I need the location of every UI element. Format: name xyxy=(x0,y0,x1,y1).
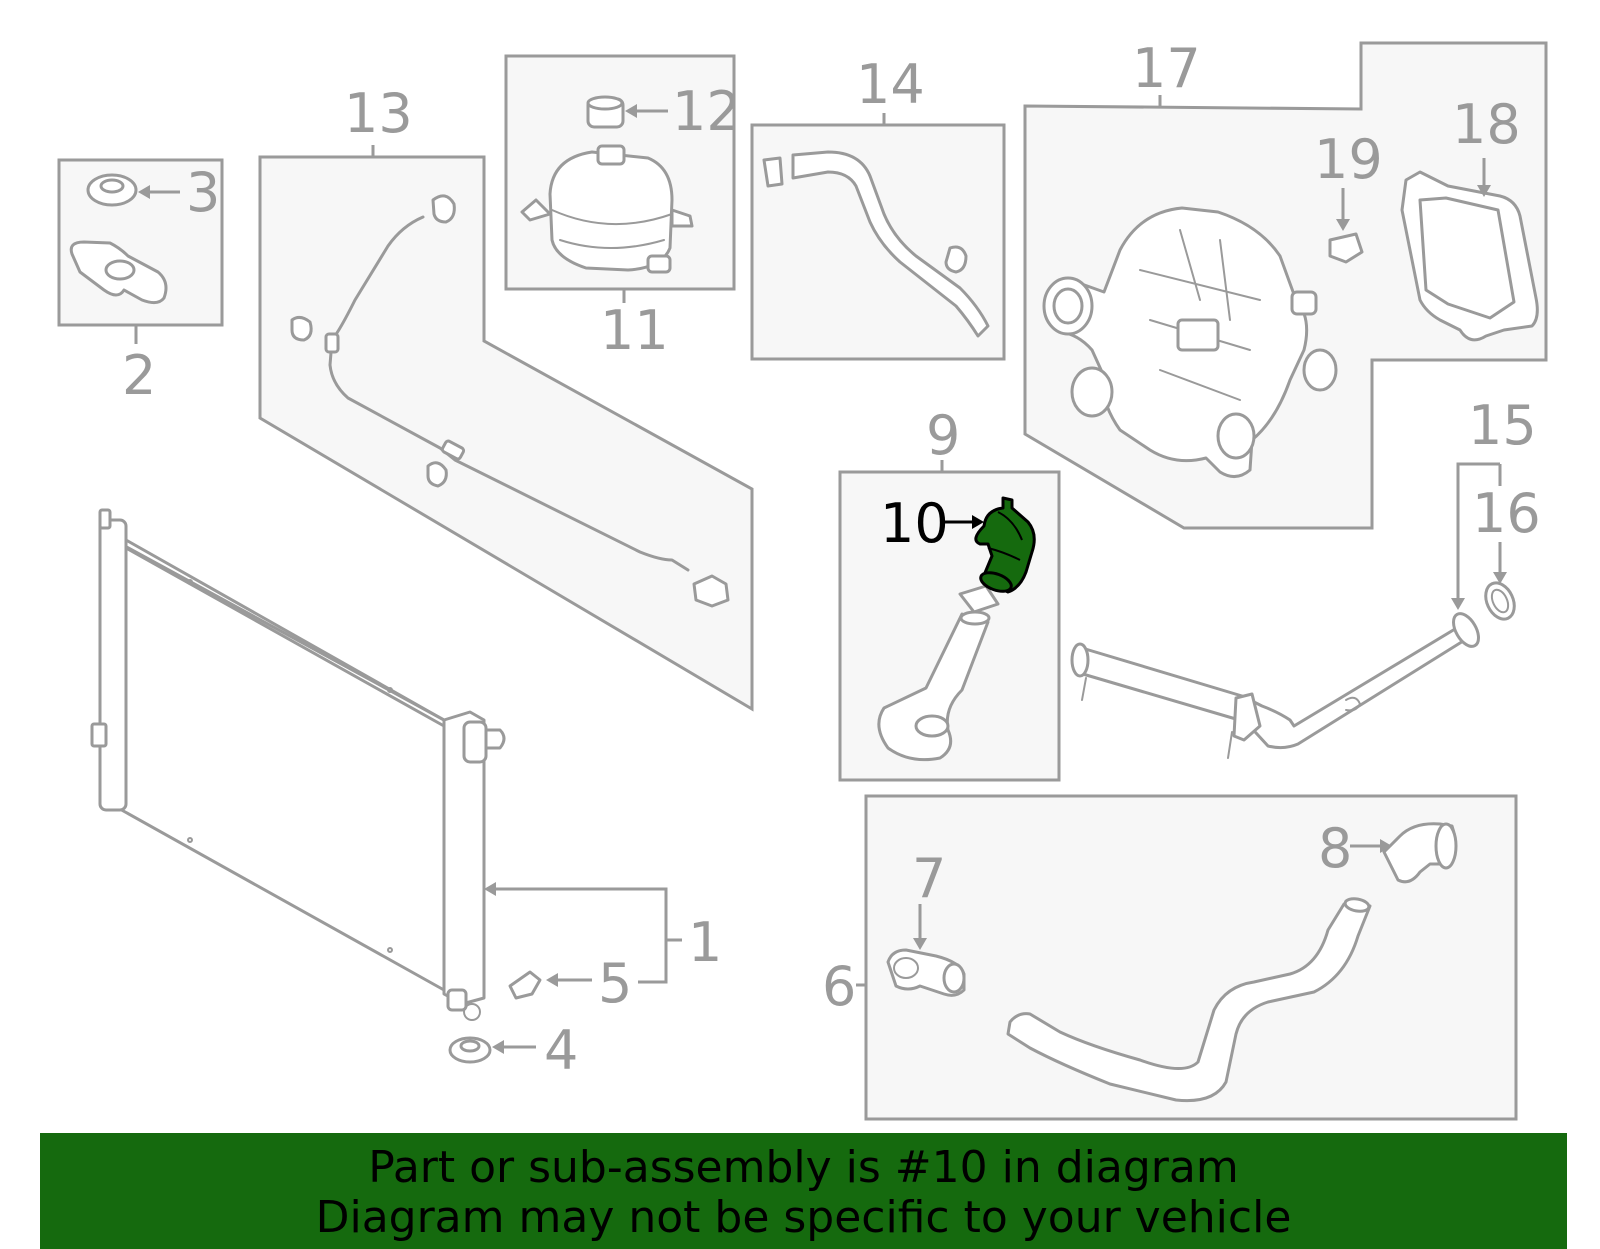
part-11-reservoir[interactable] xyxy=(520,144,694,274)
arrow-3 xyxy=(138,185,180,199)
part-7-fitting[interactable] xyxy=(886,948,966,997)
arrow-5 xyxy=(546,973,592,987)
leader-15-16 xyxy=(1451,462,1507,610)
part-3-grommet[interactable] xyxy=(86,173,138,207)
callout-7: 7 xyxy=(912,847,946,910)
arrow-19 xyxy=(1336,188,1350,231)
banner-line-1: Part or sub-assembly is #10 in diagram xyxy=(368,1142,1239,1193)
banner-line-2: Diagram may not be specific to your vehi… xyxy=(315,1192,1292,1243)
callout-2: 2 xyxy=(122,344,156,407)
callout-13: 13 xyxy=(344,82,413,145)
part-16-o-ring[interactable] xyxy=(1480,578,1520,623)
part-14-hose[interactable] xyxy=(762,150,990,338)
part-18-gasket[interactable] xyxy=(1400,170,1539,342)
callout-4: 4 xyxy=(544,1019,578,1082)
part-9-hose[interactable] xyxy=(877,584,1000,762)
arrow-4 xyxy=(492,1040,536,1054)
callout-16: 16 xyxy=(1472,482,1541,545)
callout-12: 12 xyxy=(672,80,741,143)
callout-6: 6 xyxy=(822,955,856,1018)
callout-5: 5 xyxy=(598,952,632,1015)
callout-10: 10 xyxy=(880,492,949,555)
callout-18: 18 xyxy=(1452,93,1521,156)
arrow-12 xyxy=(625,104,668,118)
part-13-hose[interactable] xyxy=(290,194,730,608)
part-2-bracket[interactable] xyxy=(69,240,168,305)
part-17-thermostat-housing[interactable] xyxy=(1042,206,1338,478)
callout-11: 11 xyxy=(600,299,669,362)
part-5-drain-plug[interactable] xyxy=(508,970,542,1000)
part-4-grommet[interactable] xyxy=(448,1036,492,1064)
callout-1: 1 xyxy=(688,911,722,974)
arrow-10 xyxy=(940,515,984,529)
arrow-8 xyxy=(1350,839,1392,853)
callout-15: 15 xyxy=(1468,394,1537,457)
callout-19: 19 xyxy=(1314,128,1383,191)
arrow-7 xyxy=(913,904,927,950)
callout-3: 3 xyxy=(186,161,220,224)
part-6-hose[interactable] xyxy=(1006,897,1372,1103)
part-12-cap[interactable] xyxy=(586,95,625,129)
part-8-elbow[interactable] xyxy=(1382,822,1458,884)
callout-8: 8 xyxy=(1318,817,1352,880)
part-19-clip[interactable] xyxy=(1328,232,1364,264)
info-banner: Part or sub-assembly is #10 in diagram D… xyxy=(40,1133,1567,1249)
callout-17: 17 xyxy=(1132,37,1201,100)
arrow-18 xyxy=(1477,158,1491,197)
group-box-13 xyxy=(258,145,754,712)
callout-14: 14 xyxy=(856,53,925,116)
leader-1 xyxy=(484,882,682,984)
part-10-hose-highlighted[interactable] xyxy=(974,496,1036,595)
part-1-radiator[interactable] xyxy=(90,508,506,1021)
part-15-pipe[interactable] xyxy=(1070,609,1484,759)
callout-9: 9 xyxy=(926,404,960,467)
